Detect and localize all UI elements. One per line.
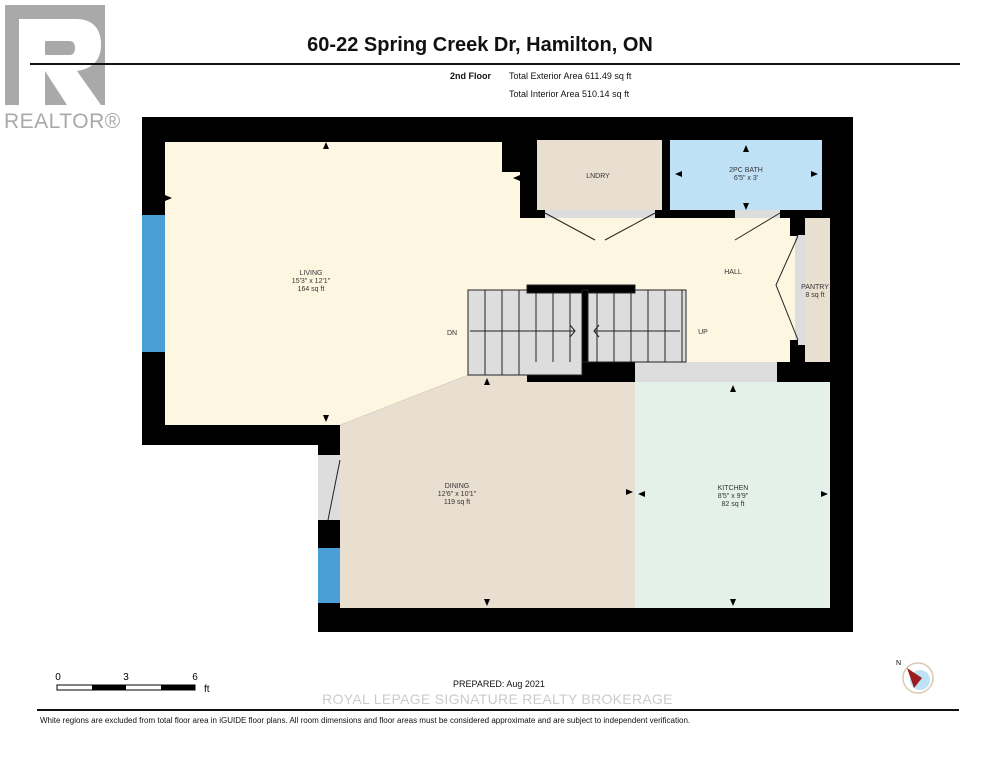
dining-dims: 12'6" x 10'1" <box>438 491 477 498</box>
hall-name: HALL <box>724 269 742 276</box>
wall <box>790 218 798 236</box>
living-dims: 15'3" x 12'1" <box>292 278 331 285</box>
dining-name: DINING <box>445 483 470 490</box>
stairs-down-label: DN <box>447 330 457 337</box>
stairs <box>467 284 687 376</box>
bath-name: 2PC BATH <box>729 167 763 174</box>
pantry-name: PANTRY <box>801 284 829 291</box>
stairs-up-label: UP <box>698 329 708 336</box>
lndry-door-gap <box>545 210 655 218</box>
scale-label-3: 3 <box>123 672 129 683</box>
header-divider <box>30 63 960 65</box>
room-kitchen <box>635 382 830 608</box>
room-lndry <box>537 140 662 210</box>
scale-unit: ft <box>204 684 210 695</box>
compass-icon <box>902 662 934 694</box>
kitchen-opening <box>635 362 777 382</box>
realtor-logo-text: REALTOR® <box>4 110 121 133</box>
realtor-logo <box>5 5 105 105</box>
room-pantry <box>805 218 830 362</box>
compass-label: N <box>896 660 901 667</box>
bath-dims: 6'5" x 3' <box>734 175 758 182</box>
page-title: 60-22 Spring Creek Dr, Hamilton, ON <box>307 34 653 56</box>
interior-area: Total Interior Area 510.14 sq ft <box>509 89 630 99</box>
scale-label-0: 0 <box>55 672 61 683</box>
prepared-date: PREPARED: Aug 2021 <box>453 679 545 689</box>
pantry-area: 8 sq ft <box>805 292 824 299</box>
window-left <box>142 215 165 352</box>
scale-label-6: 6 <box>192 672 198 683</box>
pantry-door-gap <box>795 235 805 345</box>
scale-bar <box>56 684 196 691</box>
lndry-name: LNDRY <box>586 173 610 180</box>
living-area: 164 sq ft <box>298 286 325 293</box>
entry-door <box>318 455 340 520</box>
kitchen-name: KITCHEN <box>718 485 749 492</box>
wall <box>777 362 830 382</box>
bath-door-gap <box>735 210 780 218</box>
footer-divider <box>37 709 959 711</box>
kitchen-area: 82 sq ft <box>722 501 745 508</box>
dining-area: 119 sq ft <box>444 499 470 506</box>
doors <box>327 212 799 521</box>
brokerage-watermark: ROYAL LEPAGE SIGNATURE REALTY BROKERAGE <box>322 691 673 707</box>
window-dining <box>318 548 340 603</box>
exterior-area: Total Exterior Area 611.49 sq ft <box>509 71 632 81</box>
floor-label: 2nd Floor <box>450 71 491 81</box>
living-name: LIVING <box>300 270 323 277</box>
wall <box>790 340 798 362</box>
room-dining <box>340 375 635 608</box>
kitchen-dims: 8'5" x 9'9" <box>718 493 749 500</box>
disclaimer: White regions are excluded from total fl… <box>40 716 691 725</box>
realtor-r-icon <box>19 19 101 105</box>
